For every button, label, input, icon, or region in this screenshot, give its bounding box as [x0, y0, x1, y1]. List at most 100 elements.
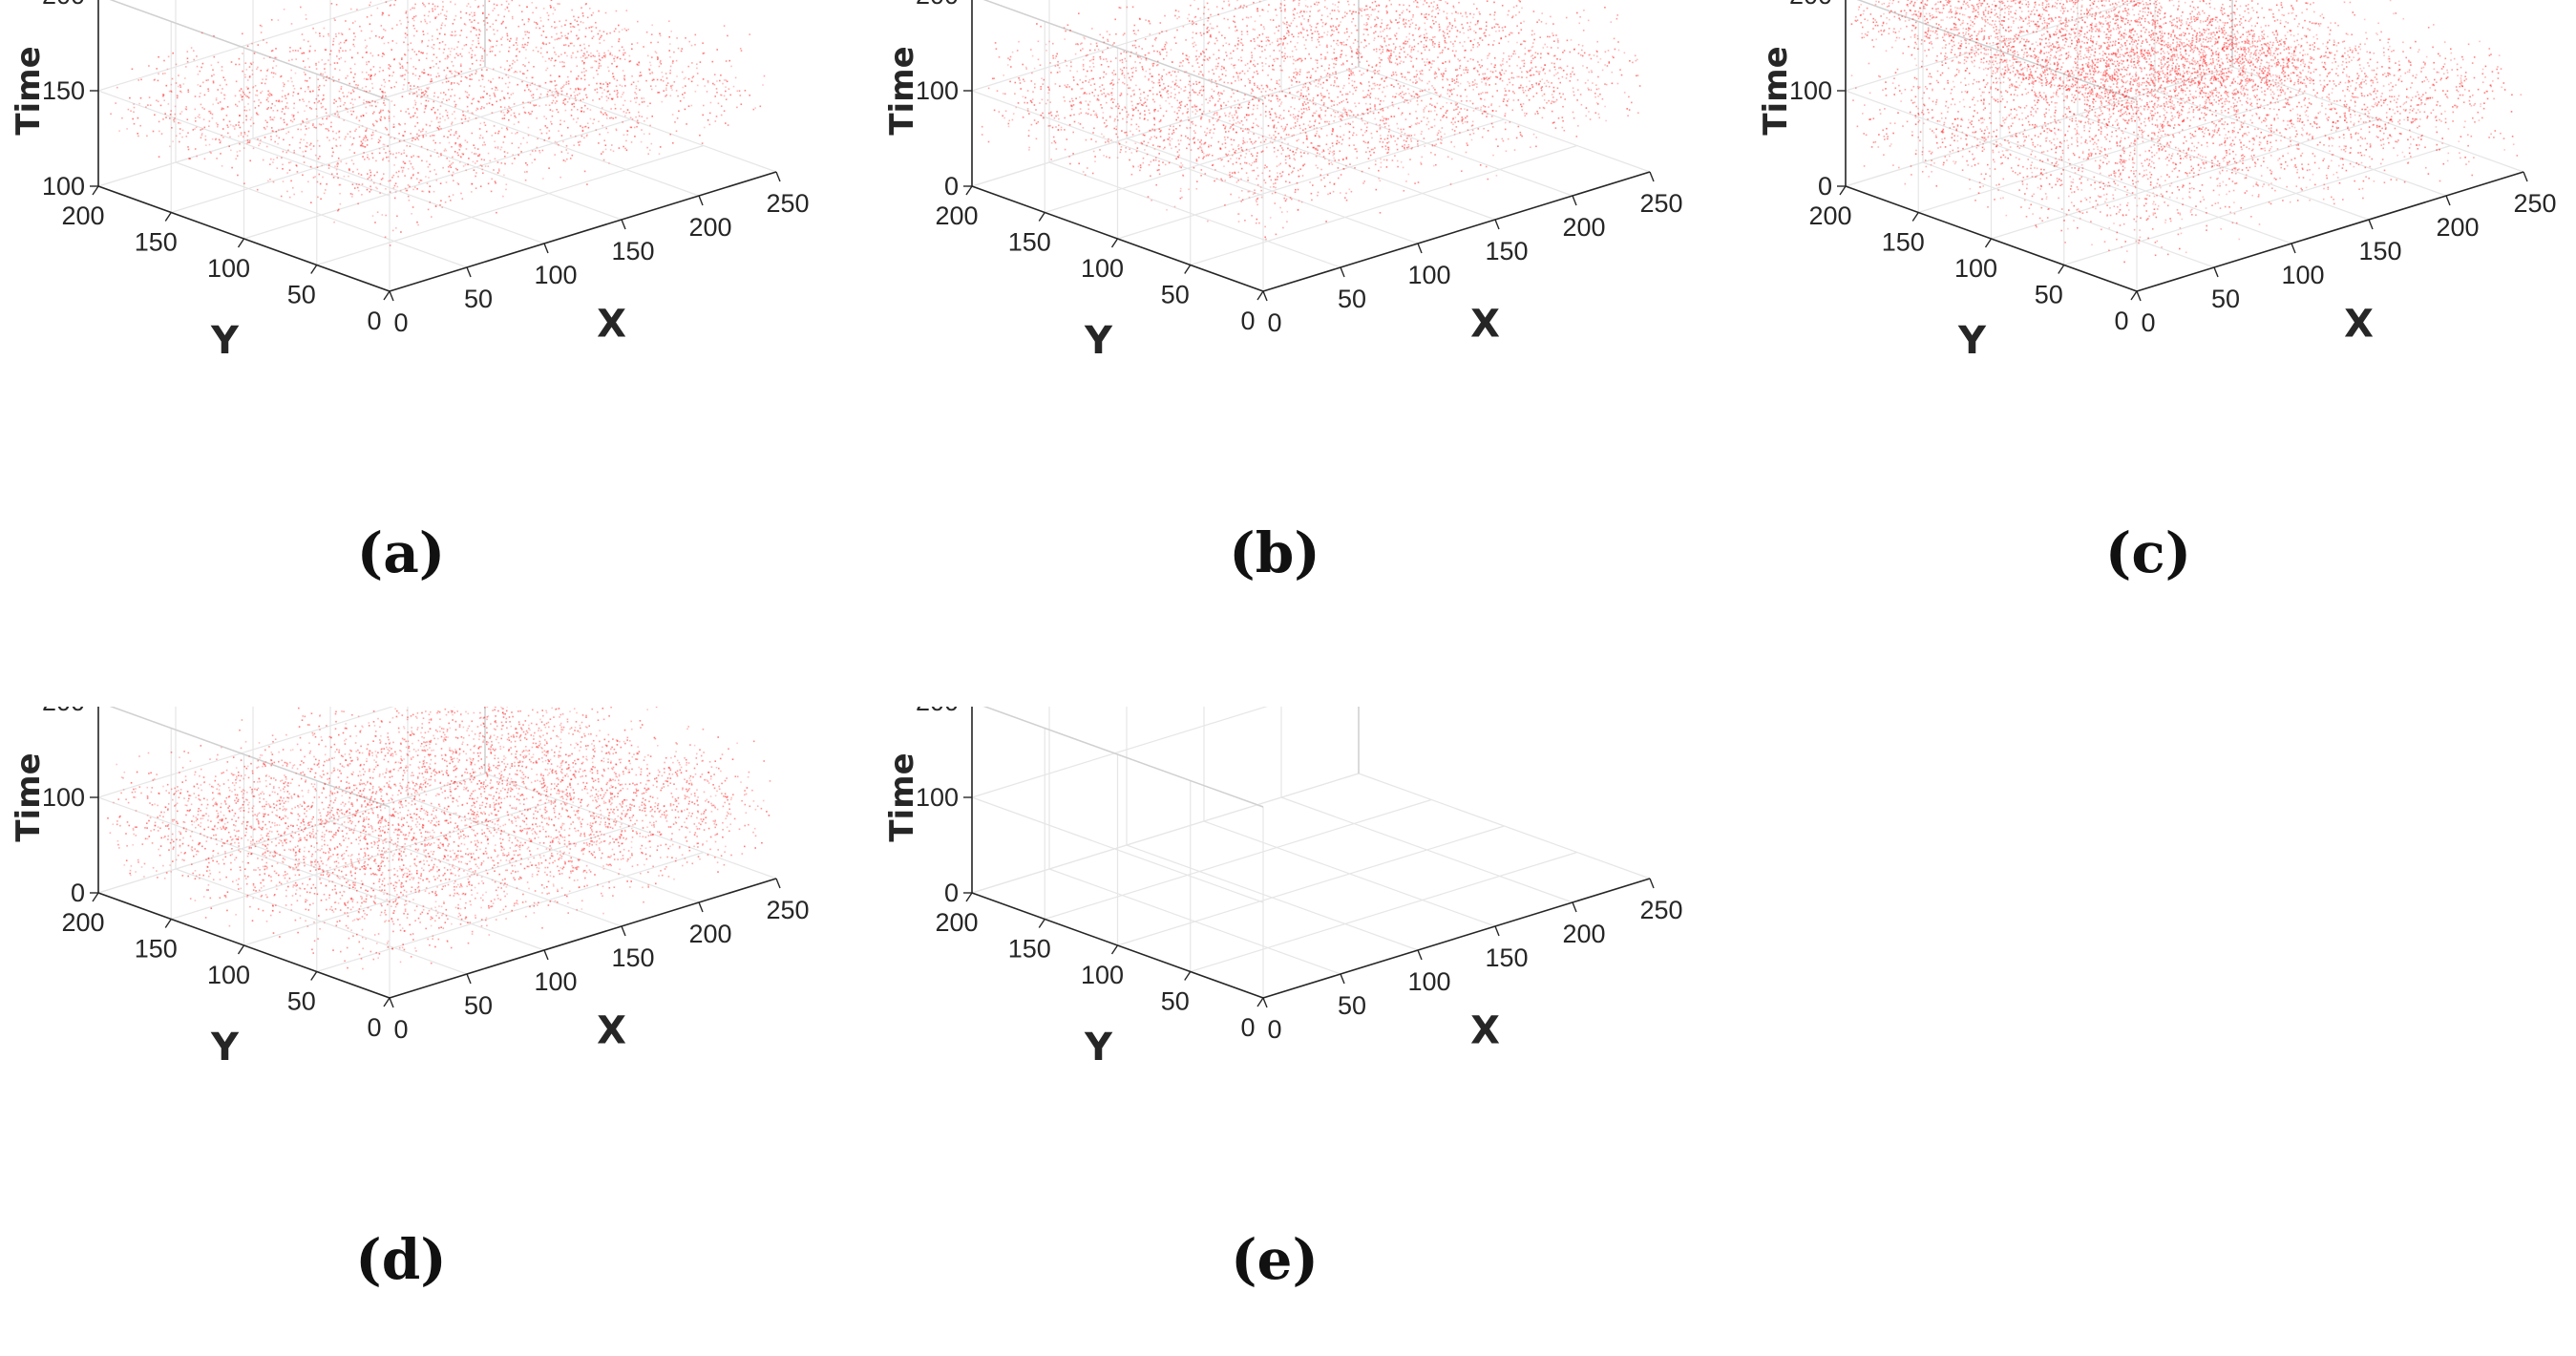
- data-point: [205, 139, 207, 141]
- data-point: [1188, 84, 1190, 86]
- data-point: [252, 74, 254, 75]
- data-point: [668, 36, 670, 38]
- data-point: [448, 117, 450, 119]
- data-point: [331, 3, 333, 5]
- data-point: [439, 33, 441, 35]
- floor-grid-line: [1118, 119, 1505, 239]
- data-point: [1300, 58, 1302, 60]
- data-point: [1203, 153, 1205, 155]
- data-point: [205, 136, 207, 138]
- data-point: [644, 120, 645, 122]
- data-point: [1073, 76, 1075, 78]
- data-point: [482, 48, 484, 50]
- data-point: [567, 76, 569, 78]
- data-point: [486, 131, 488, 133]
- data-point: [303, 151, 305, 153]
- data-point: [543, 8, 545, 10]
- data-point: [361, 194, 363, 196]
- data-point: [1552, 100, 1553, 102]
- data-point: [1446, 111, 1448, 113]
- data-point: [1384, 95, 1386, 97]
- data-point: [423, 137, 425, 138]
- data-point: [185, 66, 187, 68]
- data-point: [1004, 94, 1006, 95]
- data-point: [314, 176, 316, 178]
- data-point: [1241, 190, 1243, 192]
- data-point: [1367, 34, 1369, 36]
- data-point: [185, 106, 187, 108]
- data-point: [315, 32, 317, 33]
- data-point: [716, 88, 718, 90]
- data-point: [1446, 93, 1448, 95]
- data-point: [1256, 124, 1258, 126]
- data-point: [1327, 73, 1329, 74]
- data-point: [244, 134, 246, 136]
- data-point: [739, 90, 741, 92]
- data-point: [1444, 115, 1446, 117]
- data-point: [416, 222, 418, 223]
- data-point: [583, 71, 585, 73]
- data-point: [412, 138, 413, 139]
- data-point: [300, 138, 302, 140]
- data-point: [1315, 85, 1317, 87]
- data-point: [1428, 81, 1430, 83]
- data-point: [1151, 137, 1152, 138]
- data-point: [1373, 40, 1375, 42]
- data-point: [230, 150, 232, 152]
- data-point: [1102, 117, 1104, 119]
- data-point: [1250, 40, 1252, 42]
- data-point: [396, 172, 398, 174]
- data-point: [527, 164, 529, 166]
- data-point: [571, 43, 573, 45]
- data-point: [213, 80, 215, 82]
- data-point: [1198, 157, 1200, 159]
- data-point: [568, 45, 570, 47]
- data-point: [584, 54, 586, 56]
- data-point: [1266, 166, 1268, 168]
- data-point: [1320, 99, 1322, 101]
- data-point: [1316, 111, 1318, 113]
- data-point: [624, 58, 626, 60]
- data-point: [403, 152, 405, 154]
- data-point: [1180, 167, 1182, 169]
- data-point: [403, 161, 405, 163]
- data-point: [1143, 92, 1145, 94]
- data-point: [1444, 32, 1446, 34]
- data-point: [578, 117, 580, 119]
- data-point: [474, 153, 475, 155]
- data-point: [1208, 146, 1210, 148]
- data-point: [1210, 34, 1212, 36]
- data-point: [566, 149, 568, 151]
- data-point: [239, 58, 241, 60]
- data-point: [1335, 72, 1337, 74]
- data-point: [1111, 92, 1113, 94]
- data-point: [1218, 50, 1220, 52]
- data-point: [611, 54, 613, 56]
- data-point: [495, 182, 496, 184]
- data-point: [1133, 95, 1135, 96]
- data-point: [667, 82, 669, 84]
- data-point: [1361, 117, 1362, 119]
- data-point: [1484, 35, 1486, 37]
- floor-grid-line: [244, 119, 631, 239]
- data-point: [517, 154, 519, 156]
- data-point: [543, 116, 545, 117]
- data-point: [1040, 64, 1042, 66]
- data-point: [214, 56, 216, 58]
- data-point: [1521, 106, 1523, 108]
- data-point: [218, 62, 220, 64]
- data-point: [453, 180, 454, 181]
- data-point: [247, 141, 249, 143]
- data-point: [1140, 164, 1142, 166]
- data-point: [1332, 33, 1334, 35]
- data-point: [511, 133, 513, 135]
- data-point: [348, 83, 350, 85]
- data-point: [578, 141, 580, 143]
- data-point: [273, 60, 275, 62]
- data-point: [1277, 156, 1278, 158]
- data-point: [1085, 174, 1087, 176]
- data-point: [181, 137, 183, 138]
- data-point: [1436, 114, 1438, 116]
- data-point: [1320, 128, 1322, 130]
- y-tick-mark: [311, 265, 317, 274]
